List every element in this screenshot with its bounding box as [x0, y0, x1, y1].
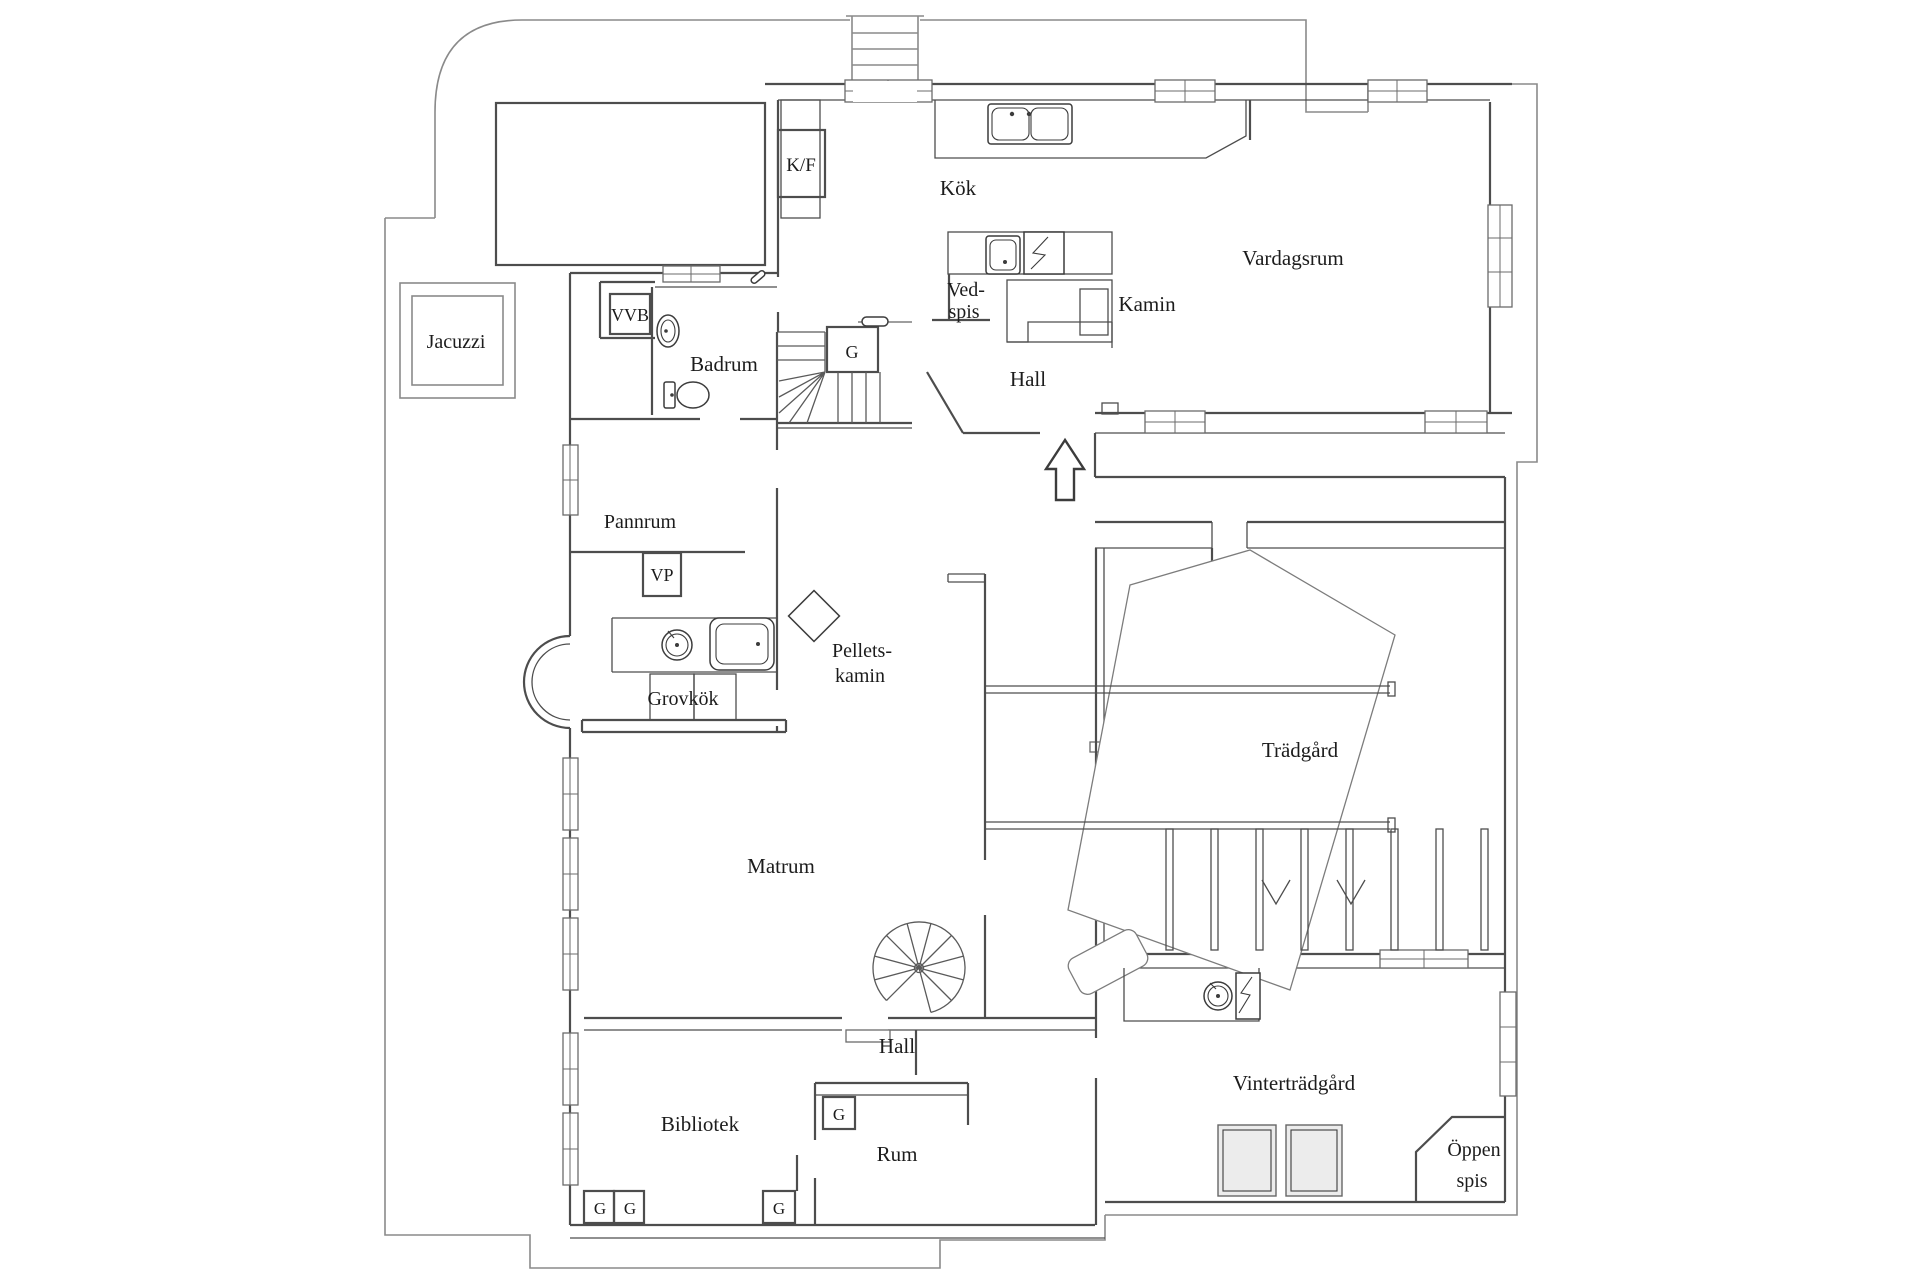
label-oppenspis-line1: Öppen: [1447, 1138, 1500, 1161]
label-bibliotek: Bibliotek: [661, 1112, 740, 1136]
window: [562, 1032, 579, 1106]
label-g-hall-closet: G: [833, 1105, 845, 1124]
window: [1487, 204, 1513, 308]
bathtub-icon: [709, 617, 775, 671]
window: [1379, 949, 1469, 969]
window: [562, 917, 579, 991]
label-g-bottom-1: G: [594, 1199, 606, 1218]
storage-room-outline: [494, 101, 767, 267]
label-vintertradgard: Vinterträdgård: [1233, 1071, 1356, 1095]
label-tradgard: Trädgård: [1262, 738, 1339, 762]
vp-box: [641, 551, 683, 598]
garden-area: [985, 549, 1489, 995]
coat-rack-icon: [858, 316, 912, 327]
kitchen-units: [932, 100, 1247, 348]
door-swing-icon: [750, 270, 766, 284]
kitchen-counter-outline: [934, 100, 1247, 159]
label-vedspis-line2: spis: [948, 301, 979, 323]
label-pelletskamin-line2: kamin: [835, 665, 885, 687]
vvb-box: [608, 292, 652, 336]
label-badrum: Badrum: [690, 352, 758, 376]
toilet-icon: [663, 381, 710, 409]
window: [1499, 991, 1517, 1097]
label-vardagsrum: Vardagsrum: [1242, 246, 1343, 270]
label-grovkok: Grovkök: [647, 688, 718, 710]
woodstove-sink-icon: [985, 235, 1021, 275]
label-kok: Kök: [940, 176, 977, 200]
label-pannrum: Pannrum: [604, 511, 677, 533]
window: [1424, 410, 1488, 434]
pergola-posts-icon: [1165, 828, 1489, 951]
bathroom-sink-icon: [656, 314, 680, 348]
windows: [562, 79, 1517, 1186]
grovkok-fixtures: [611, 589, 841, 721]
label-vedspis-line1: Ved-: [947, 279, 985, 301]
window: [662, 265, 721, 283]
pergola-beams: [985, 681, 1396, 833]
label-rum: Rum: [877, 1142, 918, 1166]
kitchen-double-sink-icon: [987, 103, 1073, 145]
kf-box: [776, 128, 827, 199]
label-g-stair-closet: G: [846, 342, 859, 362]
window: [562, 757, 579, 831]
label-vvb: VVB: [611, 305, 649, 325]
label-kf: K/F: [786, 155, 816, 176]
window: [1154, 79, 1216, 103]
round-washbasin-icon: [661, 629, 693, 661]
garden-bench-icon: [1067, 929, 1149, 995]
conservatory-sink-icon: [1203, 981, 1233, 1011]
label-vp: VP: [650, 565, 673, 585]
straight-staircase-icon: [777, 325, 881, 424]
entry-arrow-icon: [1043, 437, 1087, 502]
garden-table-icon: [1285, 1124, 1343, 1197]
label-oppenspis-line2: spis: [1456, 1170, 1487, 1192]
label-jacuzzi: Jacuzzi: [427, 331, 486, 353]
window: [1144, 410, 1206, 434]
stove-lightning-icon: [1023, 231, 1065, 275]
jacuzzi-icon: [399, 282, 516, 399]
window: [562, 444, 579, 516]
label-hall-upper: Hall: [1010, 367, 1046, 391]
g-hall-closet-box: [821, 1095, 857, 1131]
window: [562, 1112, 579, 1186]
bathroom-fixtures: [608, 270, 766, 598]
garden-table-icon: [1217, 1124, 1277, 1197]
fireplace-icon: [1006, 279, 1113, 348]
g-bottom-box-2: [612, 1189, 646, 1225]
entry-steps-icon: [846, 15, 924, 82]
closet-boxes: [582, 128, 857, 1225]
label-pelletskamin-line1: Pellets-: [832, 640, 892, 662]
garden-lawn-icon: [1067, 549, 1396, 991]
pellet-stove-diamond-icon: [787, 589, 841, 643]
spiral-staircase-icon: [872, 921, 966, 1014]
window: [562, 837, 579, 911]
door-leaf-icon: [845, 1029, 891, 1043]
conservatory-stove-icon: [1235, 972, 1261, 1020]
label-matrum: Matrum: [747, 854, 815, 878]
label-hall-lower: Hall: [879, 1034, 915, 1058]
conservatory-fixtures: [1123, 968, 1343, 1197]
label-kamin: Kamin: [1118, 292, 1176, 316]
open-fireplace-corner-icon: [1414, 1115, 1505, 1202]
label-g-bottom-2: G: [624, 1199, 636, 1218]
window: [1367, 79, 1428, 103]
label-g-bottom-3: G: [773, 1199, 785, 1218]
g-bottom-box-3: [761, 1189, 797, 1225]
